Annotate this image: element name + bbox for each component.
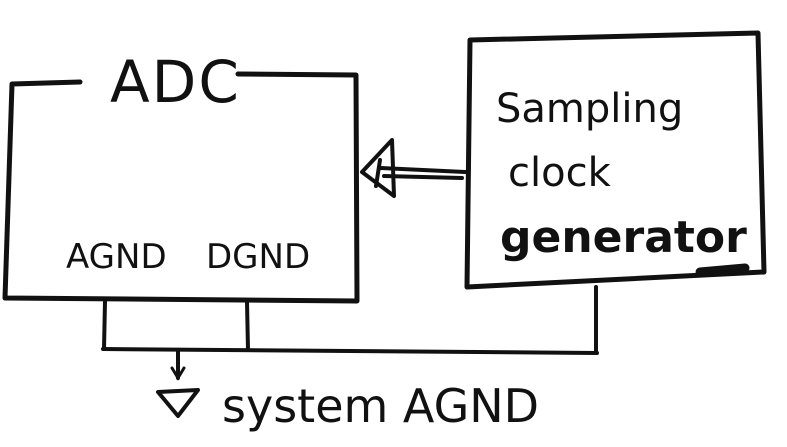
ground-symbol — [156, 388, 200, 418]
adc-agnd-pin-label: AGND — [66, 237, 167, 277]
clock-label-line-1: Sampling — [496, 86, 683, 132]
ground-wiring — [101, 285, 599, 380]
dgnd-wire — [245, 300, 250, 352]
adc-title: ADC — [110, 48, 241, 116]
clock-arrowhead-inner — [374, 158, 382, 188]
adc-dgnd-pin-label: DGND — [206, 237, 310, 277]
clock-box-outline — [464, 30, 767, 290]
clock-label-line-2: clock — [508, 150, 612, 196]
adc-box-outline — [2, 71, 360, 304]
clock-signal-line-2 — [382, 174, 464, 180]
ground-symbol-arrow — [170, 366, 186, 381]
ground-bus — [101, 347, 599, 355]
clock-signal-arrow — [360, 138, 467, 198]
clock-box-corner-mark — [695, 263, 750, 277]
system-agnd-label: system AGND — [222, 379, 539, 433]
clock-generator-block — [464, 30, 767, 290]
clock-label-line-3: generator — [500, 212, 747, 263]
agnd-wire — [102, 299, 107, 351]
adc-block — [2, 71, 360, 304]
